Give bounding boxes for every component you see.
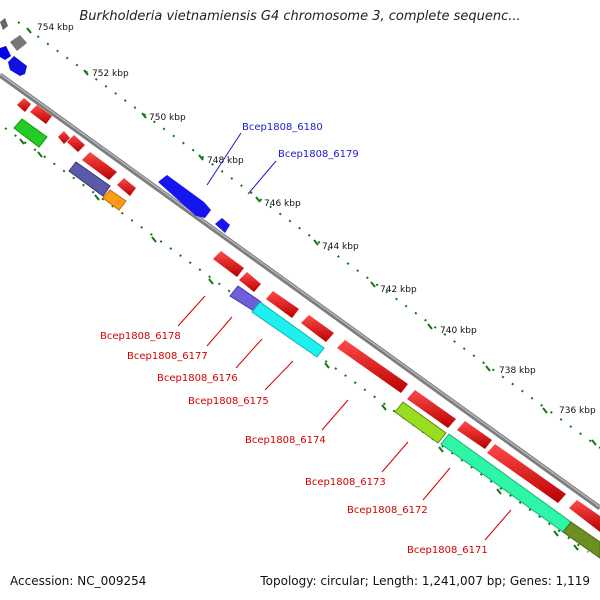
gene-bcep1808-6177 — [239, 272, 261, 292]
gene-bcep1808-6173 — [407, 390, 456, 428]
feature-box-olive — [562, 521, 600, 559]
tick-label: 754 kbp — [37, 23, 74, 33]
gene-bcep1808-6171 — [487, 444, 566, 503]
tick-label: 744 kbp — [322, 242, 359, 252]
genome-backbone — [0, 72, 600, 511]
tick-label: 742 kbp — [380, 285, 417, 295]
feature-box-slate — [68, 161, 111, 197]
gene-label-bcep1808-6173: Bcep1808_6173 — [305, 477, 386, 488]
tick-label: 750 kbp — [149, 113, 186, 123]
inner-ticks — [19, 138, 579, 551]
tick-label: 752 kbp — [92, 69, 129, 79]
gene-arrow-forward — [0, 46, 11, 60]
feature-box-violet — [229, 285, 262, 312]
gene-bcep1808-6176 — [266, 291, 299, 318]
feature-box-aquamarine — [440, 433, 572, 533]
gene-label-bcep1808-6177: Bcep1808_6177 — [127, 351, 208, 362]
gene-label-bcep1808-6171: Bcep1808_6171 — [407, 545, 488, 556]
gene-arrow-reverse — [30, 105, 52, 124]
gene-labels: Bcep1808_6180 Bcep1808_6179 Bcep1808_617… — [100, 122, 488, 556]
gene-bcep1808-6179 — [215, 218, 230, 233]
gene-label-bcep1808-6180: Bcep1808_6180 — [242, 122, 323, 133]
accession-label: Accession: NC_009254 — [10, 574, 147, 588]
gene-arrow-reverse — [569, 500, 600, 532]
tick-labels: 754 kbp 752 kbp 750 kbp 748 kbp 746 kbp … — [37, 23, 596, 416]
map-title: Burkholderia vietnamiensis G4 chromosome… — [79, 9, 521, 24]
outer-tick-ring — [17, 21, 600, 449]
gene-arrow-reverse — [117, 178, 136, 196]
feature-boxes[interactable] — [13, 118, 600, 559]
gene-label-bcep1808-6176: Bcep1808_6176 — [157, 373, 238, 384]
gene-arrow-reverse — [58, 131, 70, 144]
gene-bcep1808-6180 — [158, 175, 211, 218]
reverse-strand-genes[interactable] — [17, 98, 600, 532]
gene-arrow-forward — [0, 18, 8, 30]
gene-arrow-reverse — [82, 152, 117, 180]
genome-backbone-highlight — [0, 73, 600, 508]
feature-box-cyan — [251, 301, 325, 358]
tick-label: 748 kbp — [207, 156, 244, 166]
feature-box-lime — [394, 401, 447, 444]
tick-label: 738 kbp — [499, 366, 536, 376]
feature-box-green — [13, 118, 48, 148]
gene-arrow-reverse — [17, 98, 31, 112]
feature-box-orange — [102, 189, 127, 211]
gene-label-bcep1808-6174: Bcep1808_6174 — [245, 435, 326, 446]
forward-strand-genes[interactable] — [0, 18, 230, 233]
blue-label-leaders — [206, 132, 277, 195]
gene-label-bcep1808-6179: Bcep1808_6179 — [278, 149, 359, 160]
gene-label-bcep1808-6172: Bcep1808_6172 — [347, 505, 428, 516]
tick-label: 736 kbp — [559, 406, 596, 416]
gene-bcep1808-6175 — [301, 315, 334, 342]
gene-label-bcep1808-6178: Bcep1808_6178 — [100, 331, 181, 342]
gene-arrow-reverse — [67, 135, 85, 152]
genome-summary-label: Topology: circular; Length: 1,241,007 bp… — [260, 574, 590, 588]
major-ticks — [26, 27, 597, 446]
gene-arrow-forward — [8, 56, 27, 76]
tick-label: 746 kbp — [264, 199, 301, 209]
gene-bcep1808-6172 — [457, 421, 492, 449]
gene-label-bcep1808-6175: Bcep1808_6175 — [188, 396, 269, 407]
gene-arrow-forward — [10, 35, 27, 51]
gene-bcep1808-6178 — [213, 251, 244, 277]
tick-label: 740 kbp — [440, 326, 477, 336]
red-label-leaders — [177, 295, 512, 541]
gene-bcep1808-6174 — [337, 340, 408, 393]
